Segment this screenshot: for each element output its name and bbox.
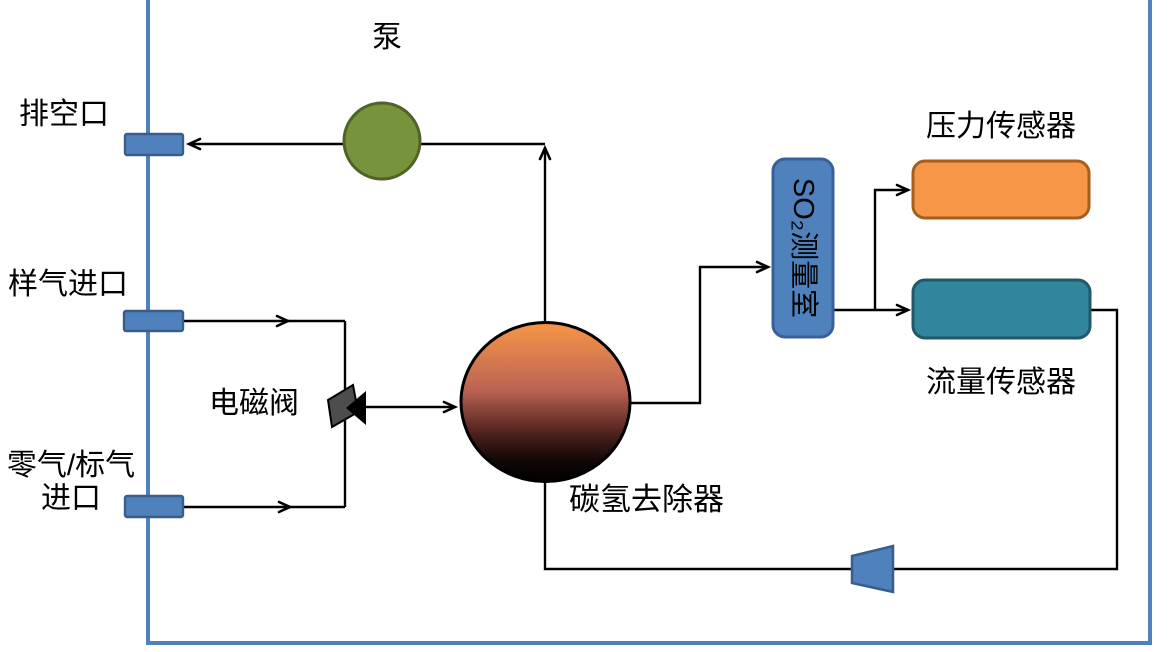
hydrocarbon-remover-sphere	[459, 321, 632, 483]
pump-circle	[342, 101, 422, 181]
exhaust-port-label: 排空口	[19, 98, 109, 131]
pressure-sensor-label: 压力传感器	[926, 110, 1076, 143]
zero-gas-inlet-label-line1: 零气/标气	[6, 449, 136, 482]
flow-sensor-box	[911, 278, 1092, 340]
zero-gas-inlet-label: 零气/标气 进口	[0, 449, 142, 515]
exhaust-port	[123, 132, 185, 157]
pipe-remover-to-chamber	[629, 260, 772, 405]
flow-sensor-label: 流量传感器	[926, 366, 1076, 399]
flow-restrictor-icon	[850, 544, 895, 594]
pressure-sensor-box	[911, 159, 1091, 220]
sample-inlet-port	[122, 309, 185, 333]
solenoid-valve-arrowhead-icon	[346, 391, 366, 425]
hydrocarbon-remover-label: 碳氢去除器	[569, 482, 724, 517]
sample-inlet-label: 样气进口	[8, 268, 128, 301]
so2-chamber-box	[771, 157, 835, 339]
zero-gas-inlet-port	[123, 494, 185, 519]
pump-label: 泵	[372, 21, 402, 54]
zero-gas-inlet-label-line2: 进口	[41, 482, 101, 515]
pipe-return-loop	[543, 308, 1119, 571]
so2-chamber-label: SO₂测量室	[787, 177, 819, 319]
pipe-branch-to-pressure-sensor	[873, 183, 912, 310]
solenoid-valve-label: 电磁阀	[209, 387, 299, 420]
